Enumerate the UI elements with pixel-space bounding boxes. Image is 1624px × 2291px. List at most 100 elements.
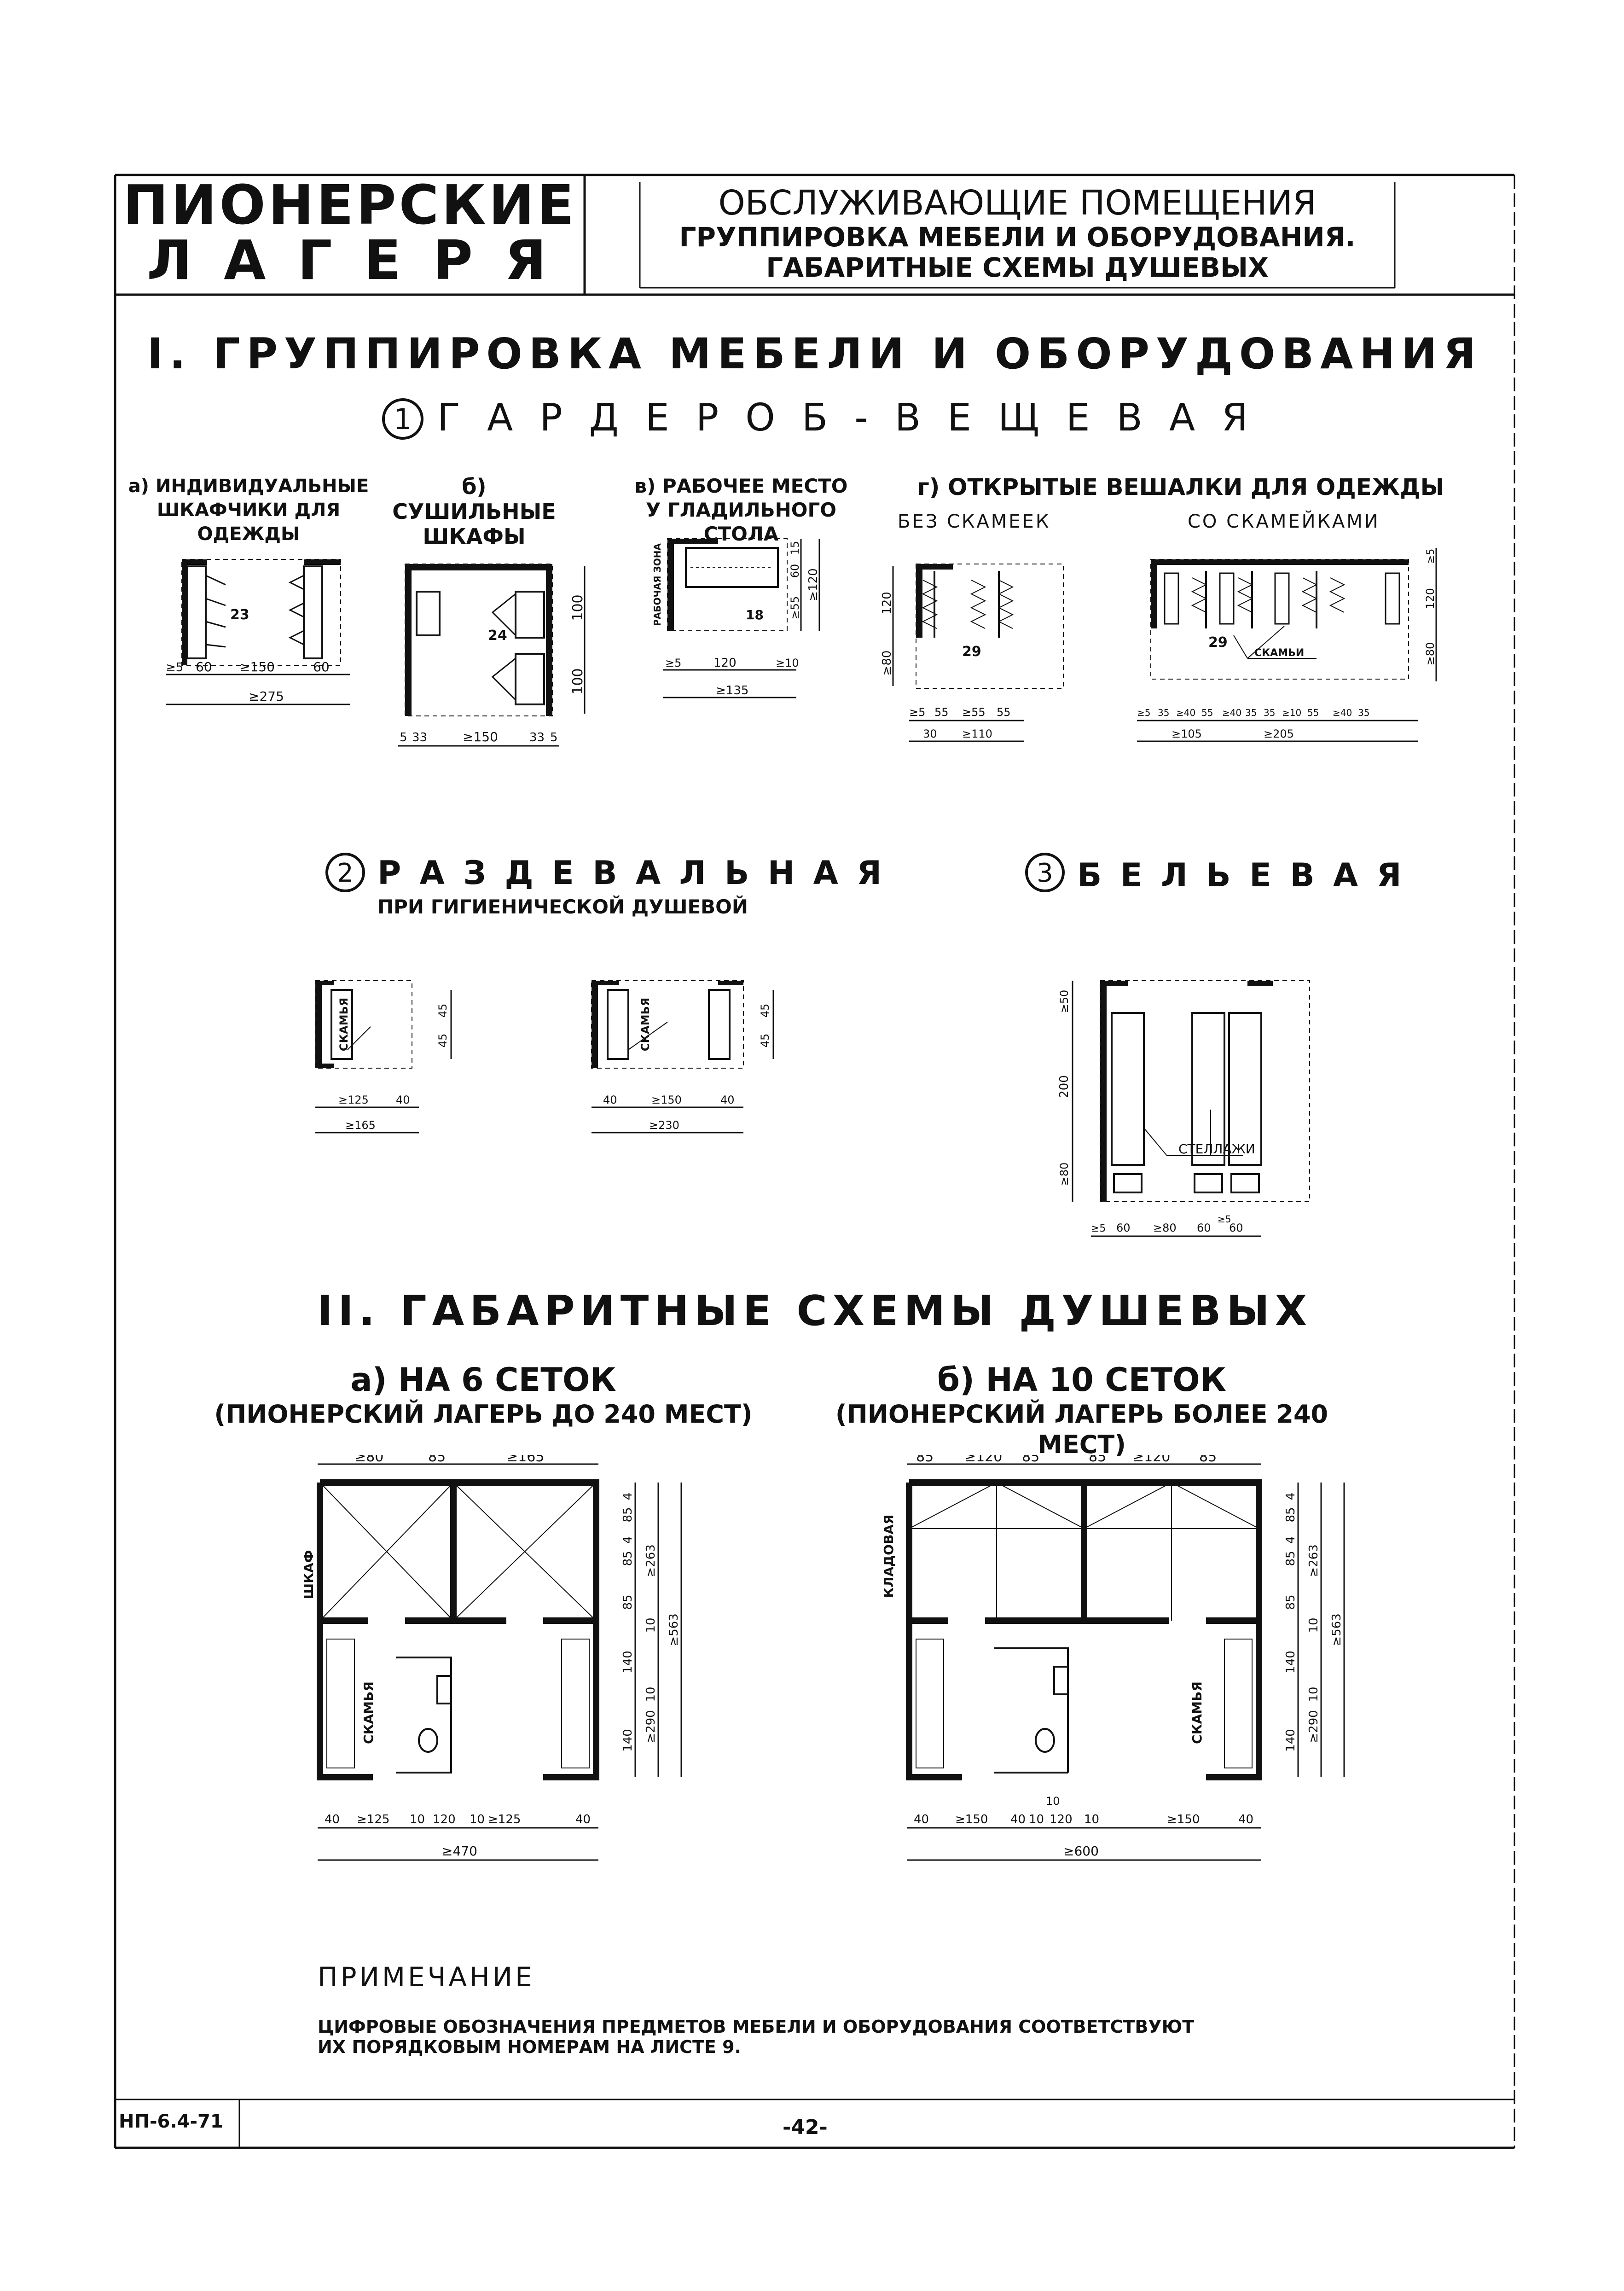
scheme-b-dim-top-3: 85 <box>1022 1455 1039 1465</box>
room1-item-c-line1: в) РАБОЧЕЕ МЕСТО <box>634 475 848 497</box>
series-title-line2: Л А Г Е Р Я <box>147 228 553 292</box>
scheme-b-dim-top-5: ≥120 <box>1132 1455 1170 1465</box>
room1-item-b-line2: ШКАФЫ <box>423 524 526 549</box>
scheme-b-bottom-6: 10 <box>1084 1813 1099 1826</box>
room3-dim-5: ≥5 <box>1218 1214 1231 1225</box>
plan-g2-dim-1: ≥5 <box>1137 707 1150 718</box>
scheme-b-side-8: 10 <box>1307 1686 1321 1702</box>
scheme-b-side-3: 4 <box>1284 1536 1298 1544</box>
plan-g2-dim-side-3: ≥80 <box>1424 642 1437 666</box>
plan-c-dim-2: 120 <box>713 656 737 670</box>
plan-a-dim-2: 60 <box>196 659 212 675</box>
plan-g2-dim-7: 35 <box>1264 707 1275 718</box>
plan-g2-hangers-with-bench: 29 СКАМЬИ ≥5 120 ≥80 ≥5 35 ≥40 55 ≥40 35… <box>1137 548 1437 742</box>
scheme-a-dim-top-3: ≥165 <box>506 1455 544 1465</box>
room3-number-circle: 3 <box>1025 853 1065 892</box>
series-title-line1: ПИОНЕРСКИЕ <box>122 173 577 237</box>
plan-g1-dim-side-2: ≥80 <box>880 651 894 676</box>
plan-g2-dim2-2: ≥205 <box>1264 727 1294 740</box>
scheme-a-bottom-2: ≥125 <box>357 1813 389 1826</box>
note-line2: ИХ ПОРЯДКОВЫМ НОМЕРАМ НА ЛИСТЕ 9. <box>318 2037 741 2057</box>
plan-c-total: ≥135 <box>716 684 748 698</box>
room2-plan-1: СКАМЬЯ 45 45 ≥125 40 ≥165 <box>315 980 452 1134</box>
scheme-b-subtitle: (ПИОНЕРСКИЙ ЛАГЕРЬ БОЛЕЕ 240 МЕСТ) <box>835 1400 1328 1459</box>
room3-dim-2: 60 <box>1116 1221 1131 1234</box>
plan-g1-hangers-no-bench: 29 120 ≥80 ≥5 55 ≥55 55 30 ≥110 <box>880 564 1064 742</box>
subject-line3: ГАБАРИТНЫЕ СХЕМЫ ДУШЕВЫХ <box>766 252 1269 283</box>
room2-plan-2-total: ≥230 <box>649 1119 679 1132</box>
plan-g2-dim-4: 55 <box>1201 707 1213 718</box>
room2-plan-1-dim-1: ≥125 <box>338 1093 369 1106</box>
note-heading: ПРИМЕЧАНИЕ <box>318 1961 535 1993</box>
room2-subtitle: ПРИ ГИГИЕНИЧЕСКОЙ ДУШЕВОЙ <box>377 895 748 918</box>
scheme-a-side-3: 4 <box>621 1536 635 1544</box>
plan-b-dim-3: ≥150 <box>463 729 498 744</box>
plan-c-num: 18 <box>746 607 764 622</box>
plan-c-dim-side-3: ≥55 <box>789 596 801 620</box>
room2-plan-1-label: СКАМЬЯ <box>337 998 350 1051</box>
scheme-b-mid: 10 <box>1046 1795 1060 1808</box>
room3-dim-3: ≥80 <box>1153 1221 1177 1234</box>
scheme-a-bottom-7: 40 <box>575 1813 591 1826</box>
scheme-b-bottom-2: ≥150 <box>955 1813 988 1826</box>
scheme-a-plan: ≥80 85 ≥165 ШКАФ СКАМЬЯ 4 85 4 85 85 10 … <box>301 1455 682 1861</box>
room1-number: 1 <box>394 402 412 436</box>
scheme-b-bottom-5: 120 <box>1050 1813 1073 1826</box>
scheme-a-side-4: 85 <box>621 1551 635 1566</box>
scheme-b-side-4: 85 <box>1284 1551 1298 1566</box>
room2-plan-2-label: СКАМЬЯ <box>639 998 652 1051</box>
scheme-a-total: ≥470 <box>442 1843 477 1859</box>
plan-g1-dim-side-1: 120 <box>880 592 894 615</box>
plan-g2-dim-8: ≥10 <box>1282 707 1301 718</box>
plan-c-dim-3: ≥10 <box>776 657 799 669</box>
scheme-a-label-bench: СКАМЬЯ <box>361 1681 376 1744</box>
room3-number: 3 <box>1037 858 1053 888</box>
room2-number: 2 <box>337 858 354 888</box>
plan-b-dim-2: 33 <box>412 731 427 744</box>
scheme-a-bottom-1: 40 <box>325 1813 340 1826</box>
room2-plan-2-side-2: 45 <box>759 1034 771 1048</box>
scheme-b-title: б) НА 10 СЕТОК <box>937 1361 1226 1399</box>
scheme-a-side2-1: ≥263 <box>644 1544 658 1577</box>
scheme-a-dim-top-1: ≥80 <box>354 1455 383 1465</box>
scheme-a-side-7: 140 <box>621 1651 635 1674</box>
room2-plan-2-dim-1: 40 <box>603 1093 617 1106</box>
plan-g1-dim2-1: 30 <box>923 727 937 740</box>
scheme-b-side-6: 10 <box>1307 1617 1321 1633</box>
room3-dim-1: ≥5 <box>1091 1223 1106 1234</box>
plan-a-num: 23 <box>230 607 249 623</box>
room2-plan-1-dim-2: 40 <box>396 1093 410 1106</box>
footer-code: НП-6.4-71 <box>119 2111 223 2132</box>
room2-plan-1-side-2: 45 <box>436 1034 449 1048</box>
plan-c-dim-side-1: 15 <box>789 541 801 555</box>
plan-g1-dim2-2: ≥110 <box>962 727 992 740</box>
plan-g2-dim2-1: ≥105 <box>1172 727 1202 740</box>
note-line1: ЦИФРОВЫЕ ОБОЗНАЧЕНИЯ ПРЕДМЕТОВ МЕБЕЛИ И … <box>318 2017 1195 2037</box>
room1-item-a-line1: а) ИНДИВИДУАЛЬНЫЕ <box>128 476 369 497</box>
plan-g2-dim-11: 35 <box>1358 707 1369 718</box>
scheme-a-bottom-6: ≥125 <box>488 1813 521 1826</box>
plan-b-dim-4: 33 <box>529 731 545 744</box>
room3-title: Б Е Л Ь Е В А Я <box>1077 856 1405 894</box>
scheme-a-side-5: 85 <box>621 1594 635 1610</box>
plan-b-dim-5: 5 <box>550 731 558 744</box>
plan-c-dim-side-4: ≥120 <box>806 568 820 601</box>
room2-plan-2-dim-3: 40 <box>720 1093 735 1106</box>
subject-line1: ОБСЛУЖИВАЮЩИЕ ПОМЕЩЕНИЯ <box>718 183 1317 223</box>
room1-title: Г А Р Д Е Р О Б - В Е Щ Е В А Я <box>437 396 1256 440</box>
section1-title: I. ГРУППИРОВКА МЕБЕЛИ И ОБОРУДОВАНИЯ <box>147 329 1483 378</box>
plan-a-lockers: 23 ≥5 60 ≥150 60 ≥275 <box>166 559 350 705</box>
plan-b-dim-side-1: 100 <box>570 594 586 621</box>
room3-dim-side-3: ≥80 <box>1058 1163 1071 1186</box>
scheme-b-side-7: 140 <box>1284 1651 1298 1674</box>
room3-dim-4: 60 <box>1197 1221 1211 1234</box>
scheme-b-bottom-8: 40 <box>1238 1813 1253 1826</box>
room1-g-left-label: БЕЗ СКАМЕЕК <box>898 511 1051 532</box>
plan-g2-label: СКАМЬИ <box>1254 647 1304 659</box>
section2-title: II. ГАБАРИТНЫЕ СХЕМЫ ДУШЕВЫХ <box>317 1287 1313 1335</box>
footer-page: -42- <box>783 2116 828 2139</box>
scheme-a-side-8: 10 <box>644 1686 658 1702</box>
scheme-a-label-cabinet: ШКАФ <box>301 1550 316 1599</box>
plan-g1-num: 29 <box>962 644 981 660</box>
scheme-b-label-bench: СКАМЬЯ <box>1189 1681 1205 1744</box>
